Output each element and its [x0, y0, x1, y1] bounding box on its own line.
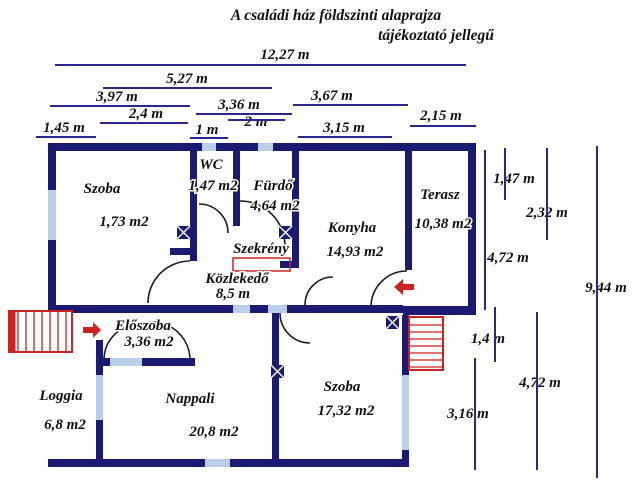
window-segment: [48, 190, 56, 240]
room-name: Nappali: [164, 391, 215, 407]
staircase-left: [8, 310, 73, 353]
flue-symbol-icon: [278, 225, 293, 240]
wall-segment: [292, 151, 299, 268]
room-name: Szoba: [84, 181, 121, 197]
dimension-label: 1,45 m: [43, 120, 85, 136]
dimension-label: 2,15 m: [419, 108, 462, 124]
dimension-label: 1,47 m: [493, 171, 535, 187]
door-arc: [147, 260, 191, 304]
room-area: 4,64 m2: [249, 198, 300, 214]
red-elements: [8, 257, 444, 371]
wall-segment: [190, 151, 197, 261]
dimension-label: 3,16 m: [446, 406, 489, 422]
room-name: Terasz: [420, 187, 460, 203]
dimension-label: 3,67 m: [310, 88, 353, 104]
room-name: Közlekedő: [204, 271, 270, 287]
room-name: Szoba: [324, 379, 361, 395]
room-area: 20,8 m2: [188, 424, 239, 440]
room-area: 10,38 m2: [415, 216, 472, 232]
room-name: Szekrény: [233, 241, 289, 257]
room-name: WC: [199, 157, 223, 173]
door-arc: [151, 321, 191, 361]
dimension-label: 1 m: [196, 122, 219, 138]
dimension-label: 2,4 m: [128, 106, 163, 122]
page-subtitle: tájékoztató jellegű: [378, 27, 495, 44]
dimension-labels: 12,27 m 5,27 m 3,97 m 3,36 m 3,67 m 2,4 …: [42, 46, 629, 424]
door-arc: [304, 276, 334, 306]
dimension-label: 2 m: [244, 114, 268, 130]
door-arc: [198, 203, 229, 234]
dimension-label: 3,36 m: [217, 97, 260, 113]
room-name: Loggia: [38, 388, 83, 404]
window-segment: [258, 143, 273, 151]
room-area: 3,36 m2: [123, 334, 174, 350]
window-segment: [96, 375, 103, 420]
dimension-label: 5,27 m: [166, 71, 208, 87]
dimension-label: 12,27 m: [260, 47, 309, 63]
dimension-label: 3,15 m: [322, 120, 365, 136]
room-area: 1,73 m2: [99, 214, 149, 230]
dimension-label: 3,97 m: [95, 89, 138, 105]
window-segment: [402, 375, 409, 450]
room-area: 6,8 m2: [44, 417, 86, 433]
room-labels: Szoba 1,73 m2 WC 1,47 m2 Fürdő 4,64 m2 S…: [37, 156, 474, 442]
room-area: 1,47 m2: [188, 178, 238, 194]
room-area: 14,93 m2: [327, 244, 384, 260]
staircase-steps: [409, 324, 443, 368]
door-threshold: [110, 358, 142, 366]
staircase-right: [408, 316, 444, 371]
flue-symbol-icon: [385, 315, 400, 330]
staircase-steps: [17, 311, 67, 352]
dimension-label: 4,72 m: [486, 250, 529, 266]
door-arc: [103, 323, 141, 361]
dimension-label: 4,72 m: [518, 375, 561, 391]
wall-segment: [272, 313, 279, 459]
dimension-label: 1,4 m: [471, 331, 505, 347]
entrance-arrow-right-icon: [83, 322, 101, 338]
wall-segment: [468, 151, 476, 312]
door-arc: [279, 312, 311, 344]
door-threshold: [268, 305, 287, 313]
staircase-outline: [8, 310, 73, 353]
dimension-lines: [36, 64, 598, 478]
room-area: 8,5 m: [216, 286, 250, 302]
entrance-arrow-left-icon: [394, 279, 414, 295]
door-arc: [370, 270, 408, 308]
staircase-outline: [408, 316, 444, 371]
flue-symbols: [176, 225, 400, 379]
room-name: Előszoba: [114, 318, 171, 334]
wall-segment: [233, 151, 240, 226]
room-area: 17,32 m2: [318, 403, 375, 419]
dimension-label: 9,44 m: [585, 280, 627, 296]
door-threshold: [233, 305, 250, 313]
wall-segment: [48, 151, 56, 352]
flue-symbol-icon: [270, 364, 285, 379]
wall-segment: [48, 305, 403, 313]
staircase-edge: [8, 310, 16, 353]
closet-box: [232, 257, 291, 272]
wall-segment: [405, 151, 412, 270]
window-segment: [202, 143, 216, 151]
wall-segment: [100, 358, 195, 366]
room-name: Fürdő: [252, 178, 294, 194]
page-title: A családi ház földszinti alaprajza: [230, 7, 441, 24]
wall-segment: [403, 306, 476, 315]
room-name: Konyha: [327, 220, 377, 236]
windows: [48, 143, 409, 467]
wall-segment: [170, 248, 190, 255]
flue-symbol-icon: [176, 225, 191, 240]
window-segment: [205, 459, 230, 467]
header: A családi ház földszinti alaprajza tájék…: [228, 6, 496, 46]
